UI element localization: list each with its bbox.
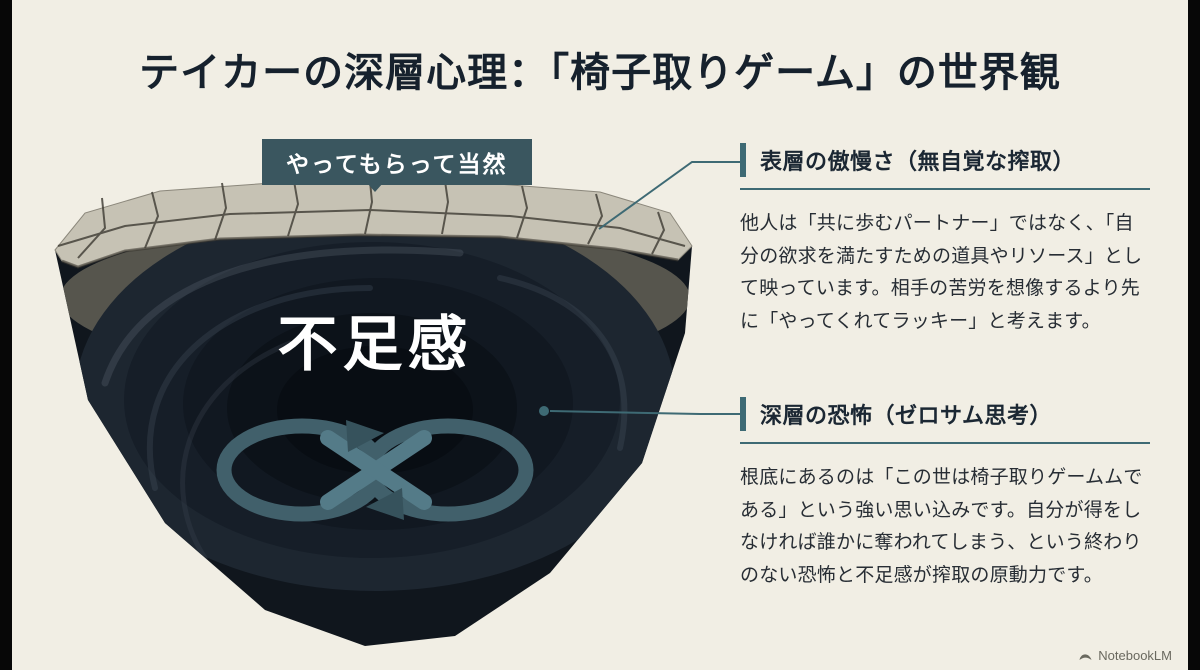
pit-hole (60, 201, 690, 591)
callout-heading-row: 深層の恐怖（ゼロサム思考） (740, 397, 1150, 431)
callout-title: 深層の恐怖（ゼロサム思考） (760, 403, 1053, 428)
accent-bar (740, 143, 746, 177)
watermark-text: NotebookLM (1098, 648, 1172, 663)
caption-tag: やってもらって当然 (262, 139, 532, 185)
callout-deep-fear: 深層の恐怖（ゼロサム思考） 根底にあるのは「この世は椅子取りゲームムである」とい… (740, 397, 1150, 593)
accent-bar (740, 397, 746, 431)
pit-illustration: 不足感 (54, 180, 693, 646)
scarcity-label: 不足感 (278, 311, 473, 378)
callout-title: 表層の傲慢さ（無自覚な搾取） (760, 149, 1076, 174)
infinity-arrows-icon (216, 418, 534, 522)
callout-body: 根底にあるのは「この世は椅子取りゲームムである」という強い思い込みです。自分が得… (740, 467, 1143, 587)
callout-heading-row: 表層の傲慢さ（無自覚な搾取） (740, 143, 1150, 177)
page-title: テイカーの深層心理：「椅子取りゲーム」の世界観 (139, 51, 1061, 95)
watermark: NotebookLM (1078, 648, 1172, 663)
letterbox-left (0, 0, 12, 670)
callout-body: 他人は「共に歩むパートナー」ではなく、「自分の欲求を満たすための道具やリソース」… (740, 213, 1143, 333)
callout-surface-arrogance: 表層の傲慢さ（無自覚な搾取） 他人は「共に歩むパートナー」ではなく、「自分の欲求… (740, 143, 1150, 339)
callout-rule (740, 188, 1150, 190)
callout-rule (740, 442, 1150, 444)
caption-tag-pointer (360, 175, 390, 192)
letterbox-right (1188, 0, 1200, 670)
notebooklm-logo-icon (1079, 654, 1092, 660)
